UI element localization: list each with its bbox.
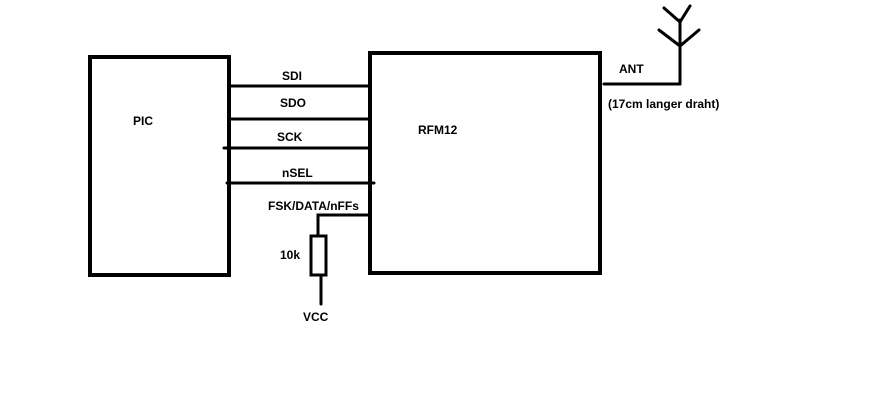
signal-label-sck: SCK [277,130,303,144]
signal-label-fsk-data-nffs: FSK/DATA/nFFs [268,199,359,213]
pic-label: PIC [133,114,153,128]
resistor [309,234,328,277]
wire-fsk-data-nffs [316,213,372,238]
resistor-label: 10k [280,248,300,262]
rfm12-label: RFM12 [418,123,458,137]
antenna-icon [657,4,701,86]
antenna-note: (17cm langer draht) [608,97,719,111]
signal-label-sdo: SDO [280,96,306,110]
antenna-label: ANT [619,62,644,76]
pic-block [88,55,231,277]
signal-label-sdi: SDI [282,69,302,83]
rfm12-block [368,51,602,275]
vcc-label: VCC [303,310,329,324]
signal-label-nsel: nSEL [282,166,313,180]
